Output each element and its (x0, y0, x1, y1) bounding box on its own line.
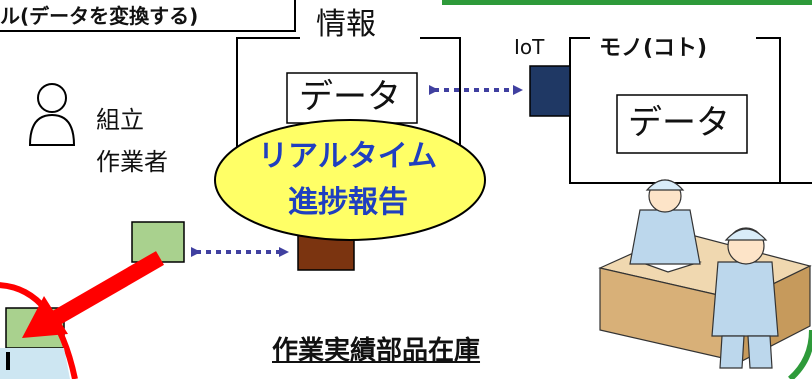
thing-box-frame-right (756, 37, 781, 183)
thing-title: モノ(コト) (594, 38, 713, 60)
worker-label-line2: 作業者 (96, 148, 168, 176)
info-title: 情報 (310, 10, 382, 40)
red-arrow (22, 251, 164, 338)
worker-label-line1: 組立 (96, 106, 144, 134)
realtime-bubble (214, 119, 486, 241)
thing-data-box (616, 94, 748, 154)
bottom-title: 作業実績部品在庫 (272, 336, 481, 366)
iot-square (529, 65, 571, 117)
thing-data-label: データ (628, 103, 730, 143)
green-frame-corner (787, 329, 812, 379)
top-box-label: ル(データを変換する) (0, 4, 199, 28)
iot-label: IoT (514, 35, 545, 59)
factory-workers-illustration (598, 179, 812, 369)
light-blue-area (0, 348, 70, 379)
top-left-box (0, 0, 296, 32)
info-data-label: データ (299, 77, 401, 117)
person-outline-icon (28, 83, 76, 146)
small-black-mark (6, 352, 10, 370)
bubble-line1: リアルタイム (258, 139, 438, 174)
bubble-line2: 進捗報告 (288, 185, 408, 220)
